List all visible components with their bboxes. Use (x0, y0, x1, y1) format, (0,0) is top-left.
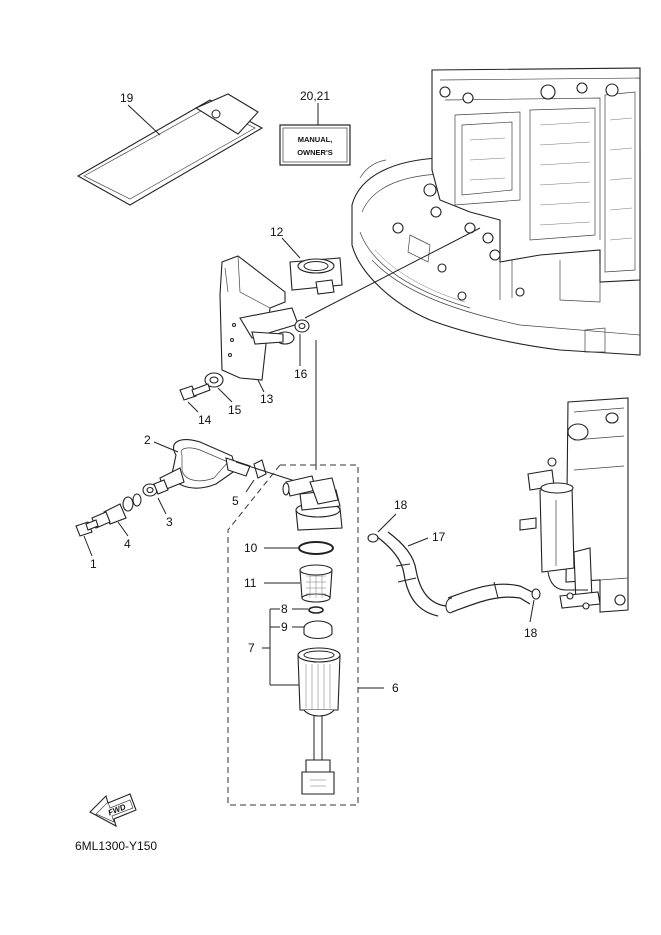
callout-19: 19 (120, 91, 134, 105)
grommet-part-15 (204, 372, 224, 388)
manual-title-line1: MANUAL, (298, 135, 333, 144)
leader-19 (127, 104, 161, 136)
filter-cup (297, 647, 341, 795)
fuel-hose-part-17 (375, 531, 533, 617)
leader-5 (245, 479, 255, 493)
leader-4 (117, 521, 129, 537)
leader-13 (257, 379, 265, 393)
fuel-pump-illustration (519, 397, 629, 613)
callout-9: 9 (281, 620, 288, 634)
leader-1 (83, 535, 93, 557)
callout-16: 16 (294, 367, 308, 381)
hose-clip-part-18-upper (367, 533, 379, 543)
owners-manual-part-20-21: MANUAL, OWNER'S (279, 124, 351, 166)
leader-7 (262, 608, 300, 686)
fuel-hose-part-2 (159, 439, 251, 491)
callout-7: 7 (248, 641, 255, 655)
tool-bag-part-19 (76, 93, 264, 206)
callout-18-upper: 18 (394, 498, 408, 512)
float-part-9 (303, 620, 333, 640)
callout-8: 8 (281, 602, 288, 616)
engine-block-illustration (351, 67, 641, 356)
o-ring-part-8 (308, 606, 324, 614)
leader-18-lower (529, 599, 535, 623)
bracket-part-13 (219, 255, 299, 381)
clip-part-5 (253, 459, 267, 479)
callout-18-lower: 18 (524, 626, 538, 640)
callout-3: 3 (166, 515, 173, 529)
callout-11: 11 (244, 576, 257, 590)
callout-6: 6 (392, 681, 399, 695)
leader-12 (281, 237, 301, 259)
callout-4: 4 (124, 537, 131, 551)
leader-hose-to-filter (235, 461, 299, 483)
nipple-part-4 (91, 493, 142, 529)
callout-10: 10 (244, 541, 258, 555)
leader-17 (407, 537, 429, 547)
callout-1: 1 (90, 557, 97, 571)
leader-14 (187, 401, 199, 413)
leader-15 (217, 387, 233, 403)
clamp-part-12 (289, 257, 343, 295)
callout-15: 15 (228, 403, 242, 417)
filter-head (282, 475, 343, 531)
leader-3 (157, 497, 167, 515)
callout-20-21: 20,21 (300, 89, 330, 103)
callout-17: 17 (432, 530, 446, 544)
o-ring-part-10 (298, 541, 334, 555)
callout-13: 13 (260, 392, 274, 406)
forward-direction-arrow: FWD (89, 793, 137, 828)
fuel-filter-group-outline (227, 464, 359, 806)
grommet-part-16 (294, 319, 310, 333)
bolt-part-14 (179, 383, 211, 401)
callout-14: 14 (198, 413, 212, 427)
filter-element-part-11 (299, 564, 333, 603)
leader-2 (153, 441, 179, 453)
callout-2: 2 (144, 433, 151, 447)
hose-clip-part-18-lower (531, 588, 541, 600)
leader-18-upper (377, 513, 397, 533)
callout-5: 5 (232, 494, 239, 508)
diagram-code: 6ML1300-Y150 (75, 839, 157, 853)
callout-12: 12 (270, 225, 284, 239)
manual-title-line2: OWNER'S (297, 148, 333, 157)
joint-part-3 (142, 479, 169, 497)
leader-engine-to-clip (304, 227, 481, 319)
screw-part-1 (75, 519, 99, 537)
